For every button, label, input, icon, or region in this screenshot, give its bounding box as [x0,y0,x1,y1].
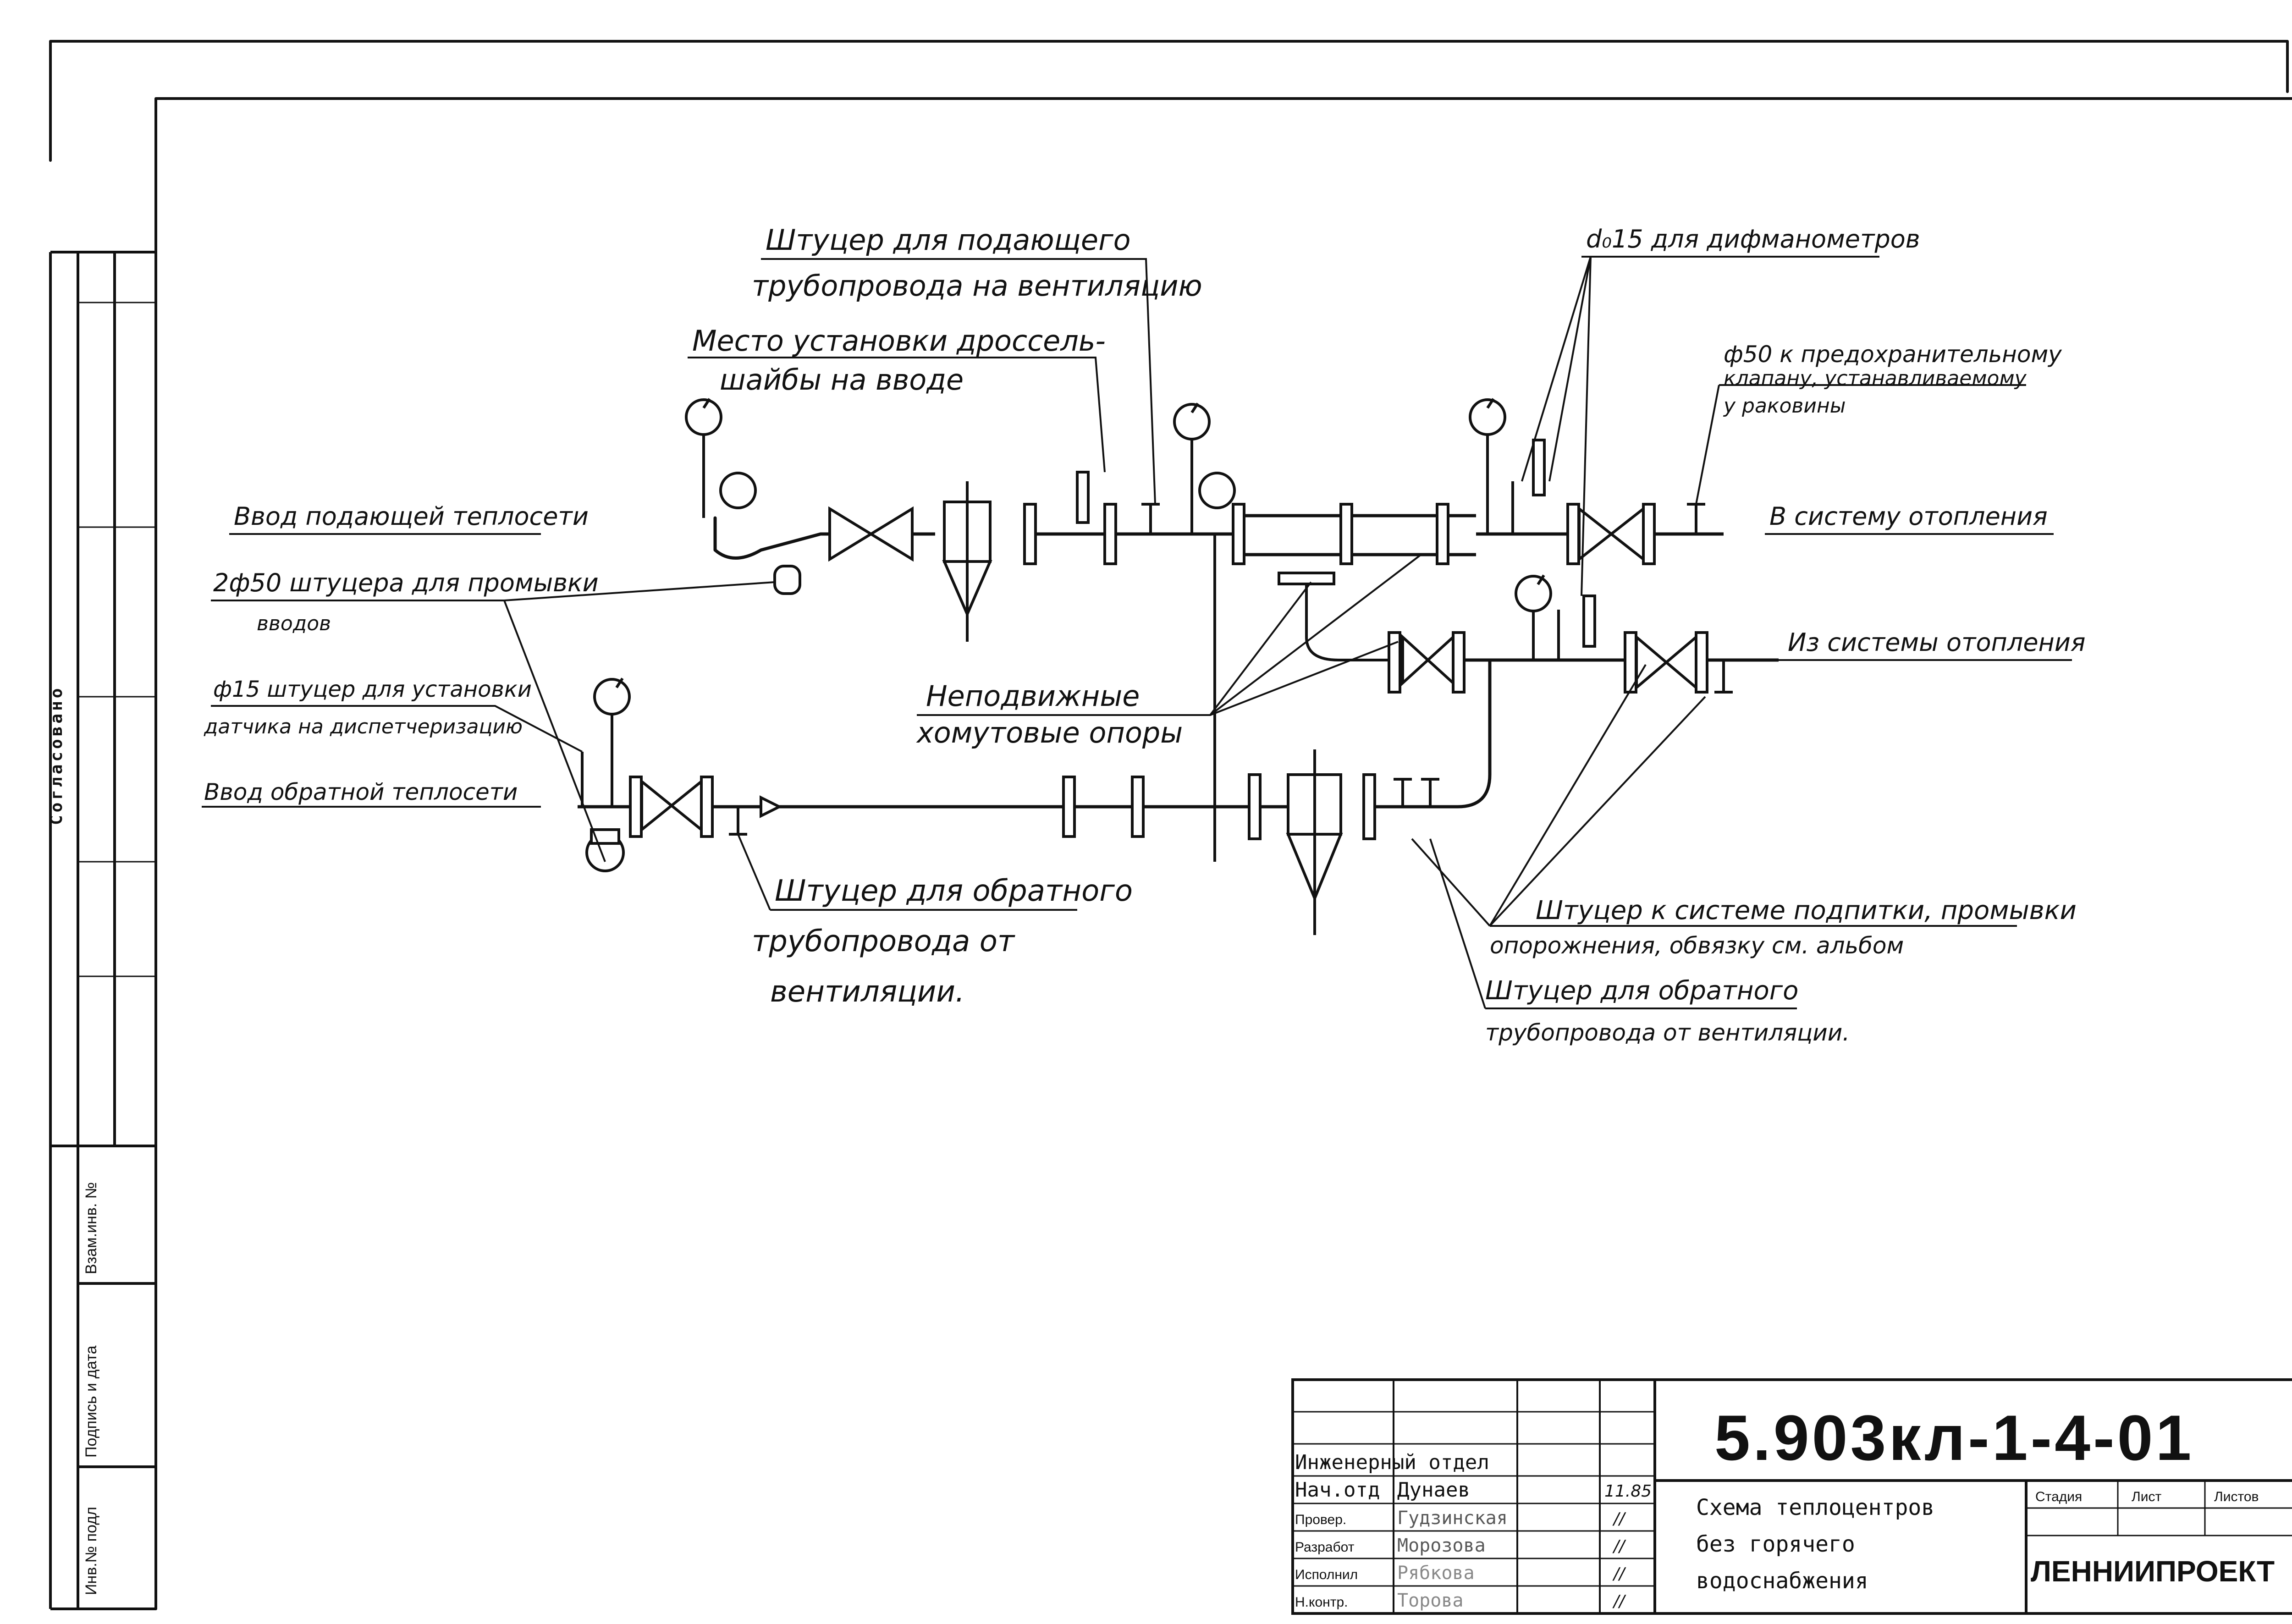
role-4: Исполнил [1295,1567,1358,1582]
supply-vent-fitting-label-1: Штуцер для подающего [766,223,1131,257]
throttle-label-1: Место установки дроссель- [692,324,1106,358]
return-vent-fitting-label-2: трубопровода от [752,925,1015,958]
return-vent-fitting-label-3: вентиляции. [770,975,964,1009]
return-elements [581,677,1439,935]
role-1: Нач.отд [1295,1478,1380,1502]
name-1: Дунаев [1397,1478,1470,1502]
annotations: Штуцер для подающего трубопровода на вен… [204,223,2085,1046]
date-4: // [1612,1564,1626,1583]
fixed-supports-label-1: Неподвижные [926,679,1140,713]
from-heating-label: Из системы отопления [1788,628,2085,657]
title-block: 5.903кл-1-4-01 Инженерный отдел Нач.отд … [1295,1402,2275,1611]
doc-code: 5.903кл-1-4-01 [1714,1402,2194,1474]
stage-label: Стадия [2035,1489,2082,1504]
sign-date-label: Подпись и дата [83,1345,100,1458]
drawing-title-3: водоснабжения [1696,1568,1868,1594]
sheets-label: Листов [2214,1489,2259,1504]
leader-lines [202,256,2072,1009]
sensor-fitting-label-1: ф15 штуцер для установки [213,677,532,702]
safety-valve-label-3: у раковины [1723,394,1846,418]
supply-elements [685,398,1705,642]
role-5: Н.контр. [1295,1595,1348,1610]
name-3: Морозова [1397,1535,1486,1556]
sheet-label: Лист [2132,1489,2161,1504]
return-vent-fitting2-label-2: трубопровода от вентиляции. [1485,1019,1850,1046]
dept-label: Инженерный отдел [1295,1451,1489,1474]
dp-gauges-label: d₀15 для дифманометров [1586,225,1920,253]
supply-inlet-label: Ввод подающей теплосети [234,502,589,531]
agreed-stamp: Согласовано [47,686,66,825]
org-name: ЛЕННИИПРОЕКТ [2031,1555,2275,1588]
inv-sub-label: Инв.№ подл [83,1507,100,1595]
makeup-fitting-label-1: Штуцер к системе подпитки, промывки [1536,896,2077,925]
return-vent-fitting2-label-1: Штуцер для обратного [1485,976,1798,1006]
to-heating-label: В систему отопления [1769,502,2048,531]
supply-gauge-taps [702,398,1514,862]
title-block-grid [1291,1378,2292,1615]
name-2: Гудзинская [1397,1508,1508,1529]
safety-valve-label-2: клапану, устанавливаемому [1724,367,2027,390]
date-1: 11.85 [1604,1482,1652,1501]
makeup-fitting-label-2: опорожнения, обвязку см. альбом [1490,932,1904,959]
date-2: // [1612,1509,1626,1528]
repl-inv-label: Взам.инв. № [83,1182,100,1274]
return-from-heating-elements [1388,574,1733,694]
date-5: // [1612,1592,1626,1611]
supply-vent-fitting-label-2: трубопровода на вентиляцию [752,269,1202,303]
date-3: // [1612,1537,1626,1556]
flush-fittings-label-2: вводов [257,612,331,635]
drawing-title-2: без горячего [1696,1531,1855,1557]
sensor-fitting-label-2: датчика на диспетчеризацию [204,715,523,738]
drawing-frame [49,40,2292,1610]
safety-valve-label-1: ф50 к предохранительному [1724,341,2062,368]
fixed-supports-label-2: хомутовые опоры [916,716,1183,749]
role-3: Разработ [1295,1540,1355,1555]
return-vent-fitting-label-1: Штуцер для обратного [775,874,1133,908]
role-2: Провер. [1295,1512,1346,1527]
name-4: Рябкова [1397,1563,1475,1584]
drawing-title-1: Схема теплоцентров [1696,1495,1934,1520]
return-inlet-label: Ввод обратной теплосети [204,779,518,805]
flush-fittings-label-1: 2ф50 штуцера для промывки [213,568,599,597]
throttle-label-2: шайбы на вводе [720,363,964,396]
name-5: Торова [1397,1590,1464,1611]
